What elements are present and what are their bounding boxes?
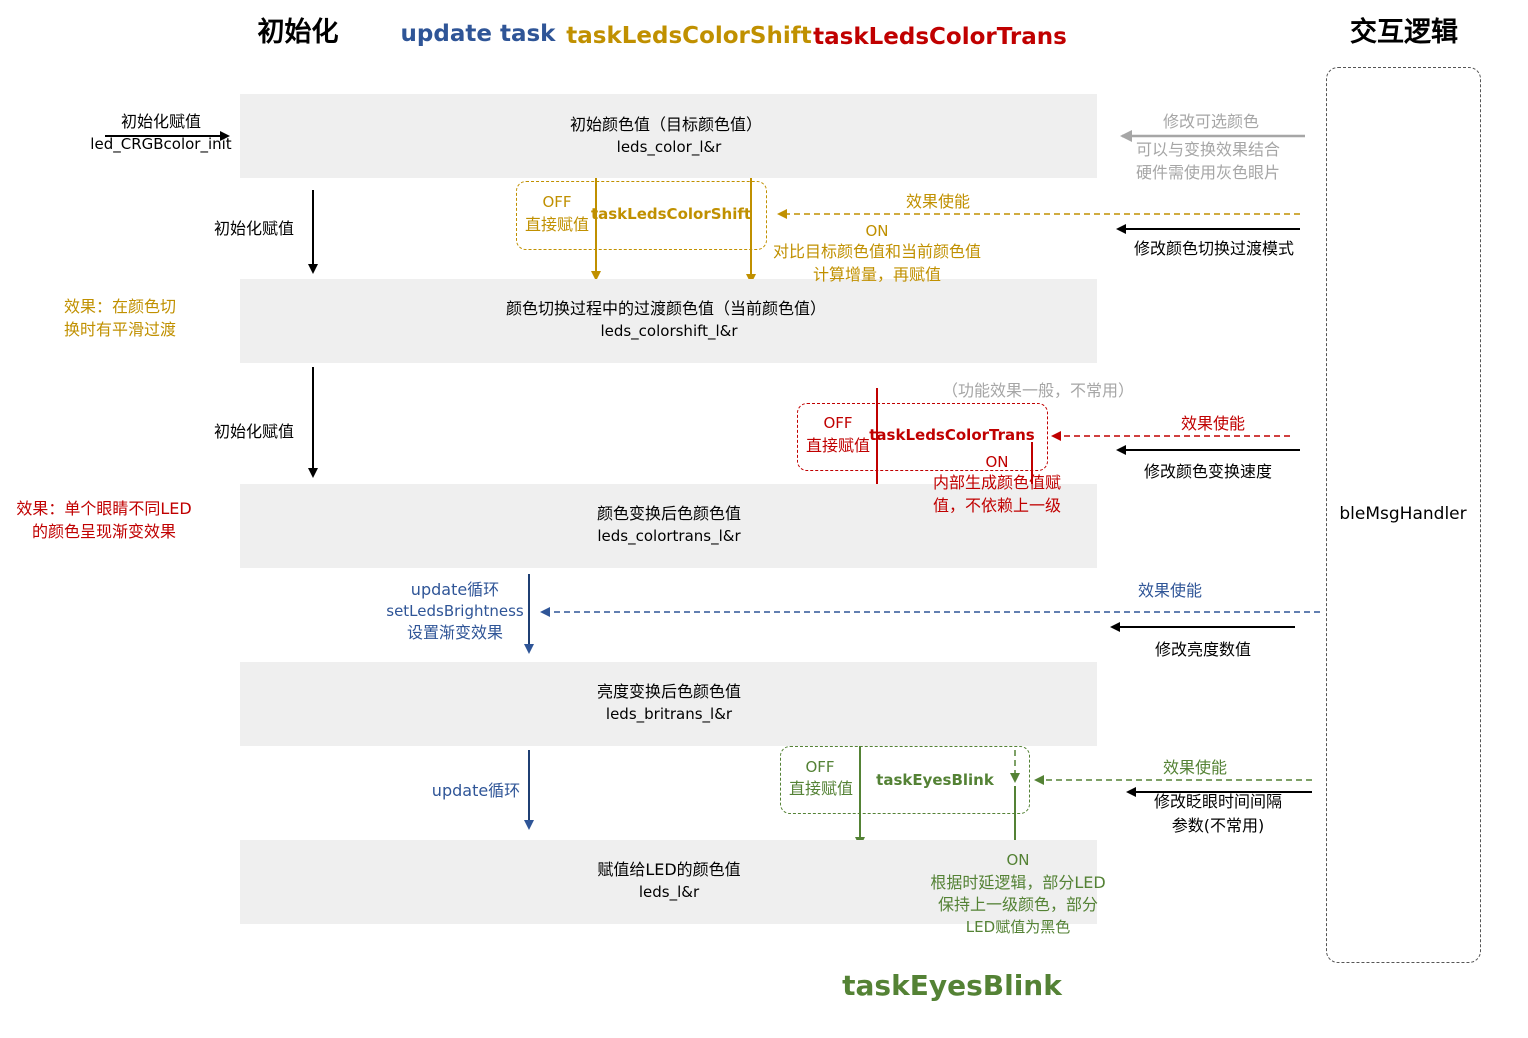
trans-speed-msg: 修改颜色变换速度	[1143, 462, 1273, 481]
blink-on-desc: LED赋值为黑色	[965, 918, 1071, 936]
blink-enable-label: 效果使能	[1162, 758, 1228, 777]
shift-mode-msg: 修改颜色切换过渡模式	[1133, 239, 1295, 258]
blink-interval-msg: 修改眨眼时间间隔	[1153, 792, 1283, 811]
stage-title: 颜色切换过程中的过渡颜色值（当前颜色值）	[505, 299, 827, 318]
trans-task-name: taskLedsColorTrans	[869, 426, 1035, 444]
effect-shift-line: 换时有平滑过渡	[64, 320, 177, 339]
blink-off-label: OFF	[805, 758, 835, 776]
stage-var: leds_colorshift_l&r	[600, 322, 738, 340]
update-fn-label: setLedsBrightness	[386, 602, 524, 620]
header-eyes-blink: taskEyesBlink	[842, 969, 1062, 1002]
effect-trans-line: 效果：单个眼睛不同LED	[16, 499, 192, 518]
shift-on-label: ON	[865, 222, 889, 240]
stage-box-leds	[240, 840, 1097, 924]
trans-enable-label: 效果使能	[1180, 414, 1246, 433]
blink-on-label: ON	[1006, 851, 1030, 869]
stage-box-initial-color	[240, 94, 1097, 178]
stage-title: 初始颜色值（目标颜色值）	[569, 115, 763, 134]
update-loop-label: update循环	[431, 781, 521, 800]
header-color-trans: taskLedsColorTrans	[813, 24, 1067, 50]
trans-note: （功能效果一般，不常用）	[941, 381, 1135, 400]
shift-enable-label: 效果使能	[905, 192, 971, 211]
stage-box-colorshift	[240, 279, 1097, 363]
init-fn-label: led_CRGBcolor_init	[90, 135, 232, 153]
shift-task-name: taskLedsColorShift	[590, 205, 752, 223]
ble-msg-handler-panel	[1326, 67, 1481, 963]
optional-color-desc: 可以与变换效果结合	[1135, 140, 1281, 159]
effect-trans-line: 的颜色呈现渐变效果	[31, 522, 177, 541]
stage-box-colortrans	[240, 484, 1097, 568]
blink-task-name: taskEyesBlink	[876, 771, 994, 789]
stage-var: leds_l&r	[638, 883, 700, 901]
trans-on-desc: 值，不依赖上一级	[932, 496, 1062, 515]
stage-var: leds_color_l&r	[616, 138, 722, 156]
stage-title: 颜色变换后色颜色值	[596, 504, 742, 523]
init-assign-label: 初始化赋值	[120, 112, 202, 131]
effect-shift-line: 效果：在颜色切	[64, 297, 177, 316]
shift-on-desc: 计算增量，再赋值	[812, 265, 942, 284]
brightness-msg: 修改亮度数值	[1154, 640, 1252, 659]
optional-color-desc: 硬件需使用灰色眼片	[1135, 163, 1281, 182]
stage-var: leds_britrans_l&r	[605, 705, 733, 723]
header-color-shift: taskLedsColorShift	[566, 23, 812, 49]
header-update-task: update task	[400, 21, 556, 47]
stage-var: leds_colortrans_l&r	[597, 527, 741, 545]
update-fn-desc: 设置渐变效果	[406, 623, 504, 642]
update-loop-label: update循环	[410, 580, 500, 599]
blink-direct-label: 直接赋值	[788, 779, 854, 798]
blink-on-desc: 根据时延逻辑，部分LED	[930, 873, 1106, 892]
stage-box-britrans	[240, 662, 1097, 746]
trans-task-box	[797, 403, 1048, 471]
trans-off-label: OFF	[823, 414, 853, 432]
shift-on-desc: 对比目标颜色值和当前颜色值	[772, 242, 982, 261]
header-init: 初始化	[257, 17, 339, 48]
ble-msg-handler-label: bleMsgHandler	[1339, 504, 1467, 524]
init-assign-label: 初始化赋值	[213, 219, 295, 238]
trans-on-desc: 内部生成颜色值赋	[932, 473, 1062, 492]
stage-title: 亮度变换后色颜色值	[596, 682, 742, 701]
stage-title: 赋值给LED的颜色值	[597, 860, 741, 879]
optional-color-title: 修改可选颜色	[1162, 112, 1260, 131]
blink-on-desc: 保持上一级颜色，部分	[937, 895, 1099, 914]
shift-task-box	[516, 181, 767, 250]
header-interaction: 交互逻辑	[1350, 17, 1458, 48]
shift-off-label: OFF	[542, 193, 572, 211]
shift-direct-label: 直接赋值	[524, 215, 590, 234]
blink-task-box	[780, 746, 1030, 814]
init-assign-label: 初始化赋值	[213, 422, 295, 441]
trans-on-label: ON	[985, 453, 1009, 471]
trans-direct-label: 直接赋值	[805, 436, 871, 455]
blink-interval-msg: 参数(不常用)	[1171, 816, 1265, 835]
update-enable-label: 效果使能	[1137, 581, 1203, 600]
